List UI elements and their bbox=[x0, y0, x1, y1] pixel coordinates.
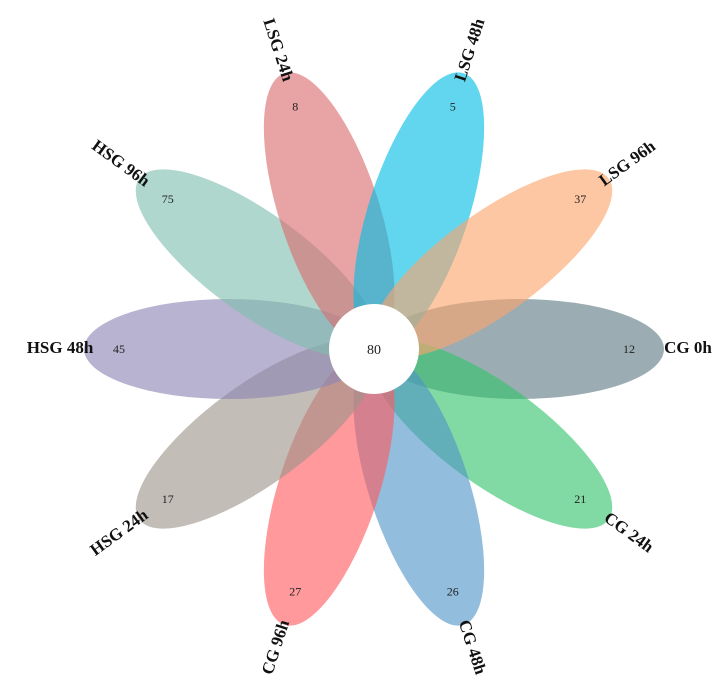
center-circle bbox=[329, 304, 419, 394]
petal-label-cg-24h: CG 24h bbox=[601, 508, 658, 557]
petal-count-cg-48h: 26 bbox=[447, 585, 459, 599]
petal-label-cg-0h: CG 0h bbox=[664, 338, 712, 357]
petal-label-cg-96h: CG 96h bbox=[258, 617, 294, 677]
petal-label-hsg-24h: HSG 24h bbox=[87, 505, 152, 560]
petals-layer bbox=[84, 72, 664, 626]
petal-label-cg-48h: CG 48h bbox=[455, 617, 491, 677]
petal-lsg-48h bbox=[353, 72, 485, 350]
petal-hsg-96h bbox=[135, 169, 378, 359]
petal-label-hsg-48h: HSG 48h bbox=[27, 338, 94, 357]
petal-counts-layer: 12 21 26 27 17 45 75 8 5 37 bbox=[113, 99, 635, 598]
petal-count-hsg-24h: 17 bbox=[162, 492, 174, 506]
petal-label-lsg-24h: LSG 24h bbox=[259, 16, 297, 84]
petal-lsg-96h bbox=[370, 169, 613, 359]
petal-count-cg-96h: 27 bbox=[289, 585, 301, 599]
petal-count-hsg-48h: 45 bbox=[113, 342, 125, 356]
petal-label-lsg-96h: LSG 96h bbox=[595, 136, 659, 190]
petal-count-lsg-24h: 8 bbox=[292, 99, 298, 113]
petal-label-lsg-48h: LSG 48h bbox=[450, 16, 488, 84]
petal-count-hsg-96h: 75 bbox=[162, 192, 174, 206]
center-count: 80 bbox=[367, 343, 381, 358]
petal-cg-24h bbox=[370, 339, 613, 529]
petal-label-hsg-96h: HSG 96h bbox=[88, 136, 153, 191]
petal-count-lsg-96h: 37 bbox=[574, 192, 586, 206]
petal-count-cg-0h: 12 bbox=[623, 342, 635, 356]
petal-count-lsg-48h: 5 bbox=[450, 99, 456, 113]
petal-cg-96h bbox=[263, 348, 395, 626]
petal-count-cg-24h: 21 bbox=[574, 492, 586, 506]
